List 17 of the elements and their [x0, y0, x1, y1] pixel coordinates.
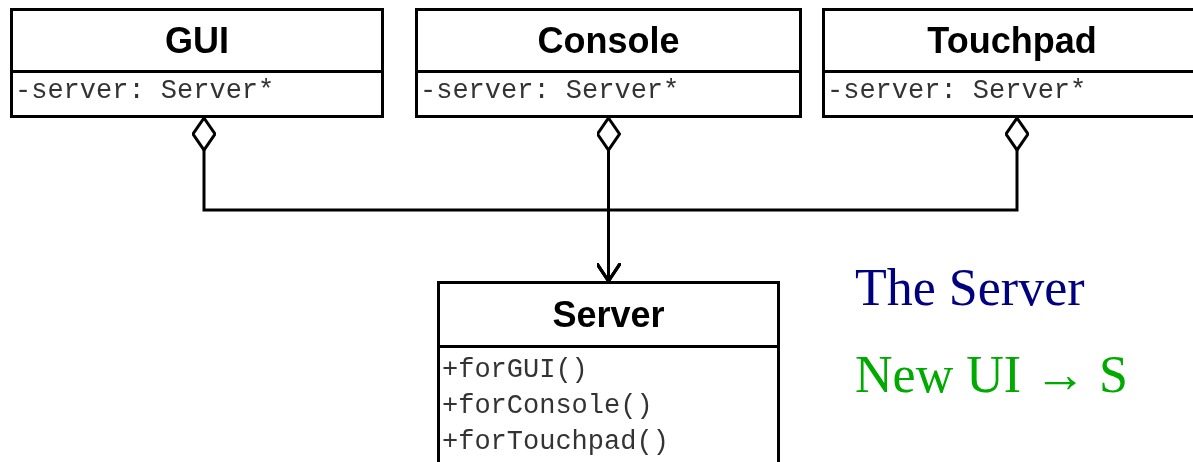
slide-text: New UI → S [855, 345, 1128, 404]
class-name: GUI [13, 11, 381, 73]
method-text: +forGUI() [441, 354, 589, 387]
class-box [415, 8, 802, 118]
attribute-text: -server: Server* [419, 75, 681, 108]
class-box [822, 8, 1193, 118]
class-name: Server [440, 284, 777, 348]
class-box [10, 8, 384, 118]
attribute-text: -server: Server* [14, 75, 276, 108]
slide-text: The Server [855, 258, 1085, 317]
aggregation-arrow [595, 116, 1030, 283]
class-name: Touchpad [825, 11, 1193, 73]
class-name: Console [418, 11, 799, 73]
method-text: +forTouchpad() [441, 426, 670, 459]
class-box [437, 281, 780, 462]
attribute-text: -server: Server* [826, 75, 1088, 108]
method-text: +forConsole() [441, 390, 654, 423]
